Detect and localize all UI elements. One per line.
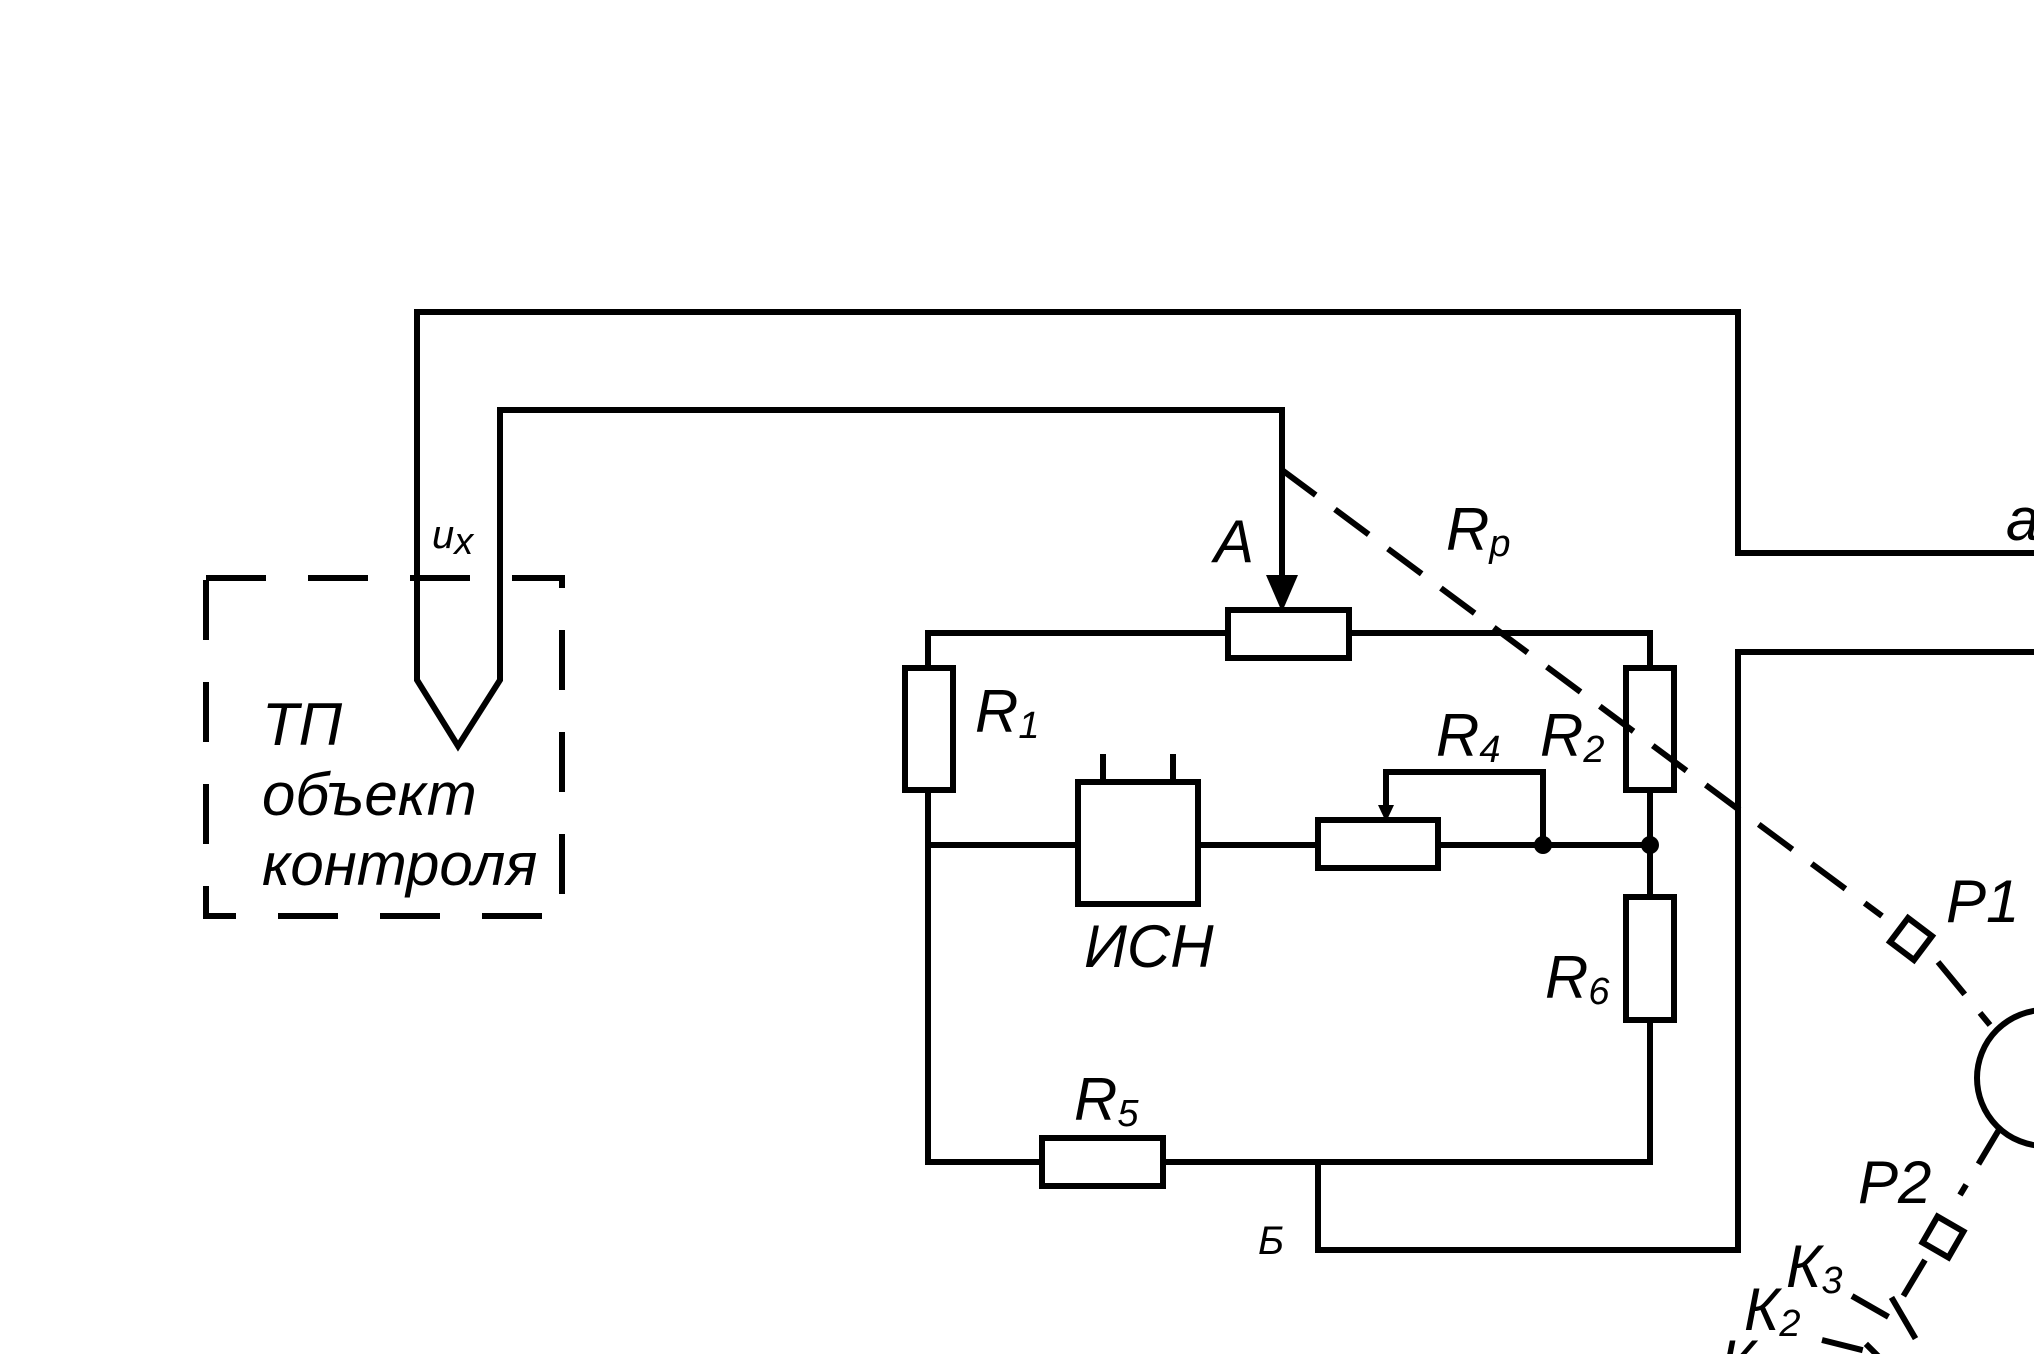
bridge-top-left-wire bbox=[925, 630, 1231, 671]
object-dashed-box bbox=[203, 575, 565, 919]
coupling-p1 bbox=[1885, 913, 1937, 965]
r4-label: R4 bbox=[1436, 702, 1500, 771]
r4-slider-wire bbox=[1383, 769, 1546, 848]
linkage-motor-p2 bbox=[1957, 1126, 2003, 1197]
linkage-p2-contacts bbox=[1892, 1258, 1928, 1312]
inner-lead-wire bbox=[497, 407, 1285, 473]
p1-label: Р1 bbox=[1946, 868, 2019, 935]
k2-label: К2 bbox=[1744, 1276, 1801, 1345]
thermocouple-object: ТП объект контроля ux bbox=[203, 309, 565, 919]
object-label-line3: контроля bbox=[262, 831, 537, 898]
bridge-top-right-wire bbox=[1346, 630, 1653, 671]
return-wire bbox=[1315, 649, 2034, 1253]
k1-label: К bbox=[1720, 1328, 1759, 1354]
outer-lead-wire bbox=[414, 309, 2034, 556]
thermocouple-symbol bbox=[414, 309, 503, 752]
voltage-source-isn bbox=[1075, 754, 1201, 907]
linkage-k3 bbox=[1850, 1293, 1910, 1331]
junction-right bbox=[1641, 836, 1659, 854]
junction-r4 bbox=[1534, 836, 1552, 854]
motor-circle bbox=[1974, 1007, 2034, 1149]
linkage-k2 bbox=[1821, 1337, 1879, 1354]
r5-label: R5 bbox=[1074, 1066, 1139, 1135]
linkage-p1-motor bbox=[1935, 960, 1993, 1027]
bridge-bottom-right-wire bbox=[1160, 1017, 1653, 1165]
rp-slider-arrow bbox=[1266, 467, 1298, 612]
node-b-label: Б bbox=[1258, 1219, 1284, 1263]
object-label-line2: объект bbox=[262, 761, 477, 828]
rp-label: Rр bbox=[1446, 496, 1510, 565]
node-a-label: А bbox=[1211, 508, 1254, 575]
coupling-p2 bbox=[1918, 1212, 1968, 1262]
resistor-rp bbox=[1225, 607, 1352, 661]
resistor-r5 bbox=[1039, 1135, 1166, 1189]
isn-label: ИСН bbox=[1084, 913, 1214, 980]
resistor-r1 bbox=[902, 665, 956, 793]
mechanical-linkage bbox=[1280, 467, 1884, 919]
object-label-line1: ТП bbox=[262, 691, 343, 758]
k3-label: К3 bbox=[1786, 1233, 1843, 1302]
r2-label: R2 bbox=[1540, 702, 1604, 771]
resistor-r4 bbox=[1315, 817, 1441, 871]
r4-slider-arrow bbox=[1378, 805, 1394, 822]
r1-label: R1 bbox=[975, 678, 1039, 747]
contact-mark-k2 bbox=[1863, 1341, 1881, 1354]
edge-a-label: а bbox=[2006, 486, 2034, 553]
r6-label: R6 bbox=[1545, 944, 1610, 1013]
contact-mark-k3 bbox=[1888, 1295, 1919, 1341]
resistor-r6 bbox=[1623, 894, 1677, 1023]
p2-label: Р2 bbox=[1858, 1149, 1931, 1216]
ux-label: ux bbox=[432, 513, 475, 563]
